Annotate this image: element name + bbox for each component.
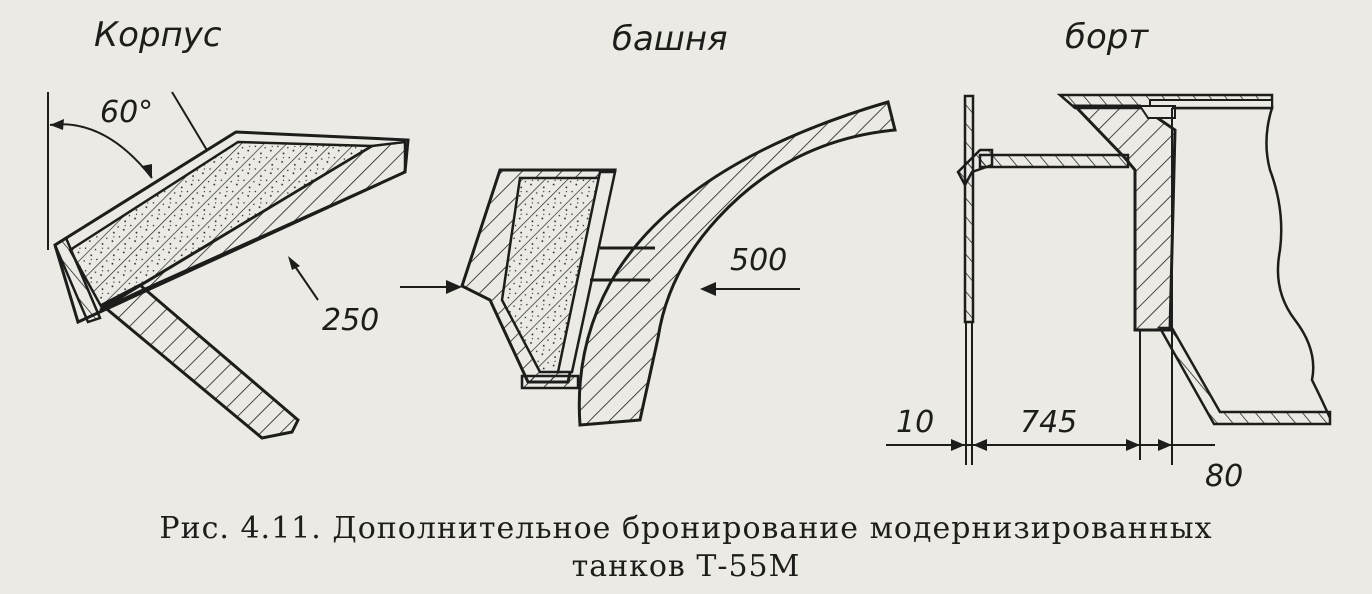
side-hull-boundary bbox=[1172, 106, 1332, 419]
side-section: борт 10 745 80 bbox=[886, 17, 1332, 494]
hull-upper-strip bbox=[53, 236, 102, 324]
angle-arc-arrow-right bbox=[142, 164, 152, 178]
hull-thickness-label: 250 bbox=[322, 303, 379, 338]
side-main-armor bbox=[1071, 104, 1177, 332]
hull-filler-block bbox=[68, 140, 377, 310]
side-inner-plate bbox=[1138, 105, 1176, 119]
hull-inner-layer bbox=[99, 140, 407, 312]
turret-bottom-plate bbox=[520, 374, 580, 390]
angle-arc bbox=[49, 123, 153, 179]
figure-caption: Рис. 4.11. Дополнительное бронирование м… bbox=[0, 510, 1372, 586]
turret-curved-armor bbox=[577, 100, 897, 427]
hull-label: Корпус bbox=[94, 15, 222, 55]
hull-main-plate bbox=[99, 283, 300, 440]
side-arrow-4 bbox=[1158, 439, 1172, 451]
turret-dimension-arrow bbox=[700, 282, 716, 296]
turret-filler-block bbox=[500, 176, 602, 374]
caption-line-1: Рис. 4.11. Дополнительное бронирование м… bbox=[159, 511, 1213, 546]
side-dim-mid: 745 bbox=[1020, 405, 1077, 440]
caption-line-2: танков Т-55М bbox=[571, 549, 801, 584]
hull-section: Корпус 60° 250 bbox=[47, 15, 410, 440]
turret-label: башня bbox=[612, 19, 728, 59]
side-dim-right: 80 bbox=[1205, 459, 1243, 494]
side-arrow-2 bbox=[973, 439, 987, 451]
angle-arc-arrow-left bbox=[50, 119, 64, 130]
side-dim-left: 10 bbox=[896, 405, 934, 440]
turret-inner-plate bbox=[556, 170, 617, 374]
angle-label: 60° bbox=[100, 95, 153, 130]
hull-leader-line bbox=[171, 91, 209, 153]
side-outer-wall bbox=[963, 94, 975, 324]
turret-left-arrow-head bbox=[446, 280, 462, 294]
side-shelf bbox=[978, 153, 1130, 169]
side-label: борт bbox=[1065, 17, 1149, 57]
hull-dimension-leader bbox=[291, 261, 319, 301]
turret-thickness-label: 500 bbox=[730, 243, 787, 278]
side-lower-plate bbox=[1157, 326, 1332, 426]
turret-section: башня 500 bbox=[400, 19, 897, 427]
side-arrow-1 bbox=[951, 439, 965, 451]
side-arrow-3 bbox=[1126, 439, 1140, 451]
hull-dimension-arrow bbox=[288, 256, 300, 270]
